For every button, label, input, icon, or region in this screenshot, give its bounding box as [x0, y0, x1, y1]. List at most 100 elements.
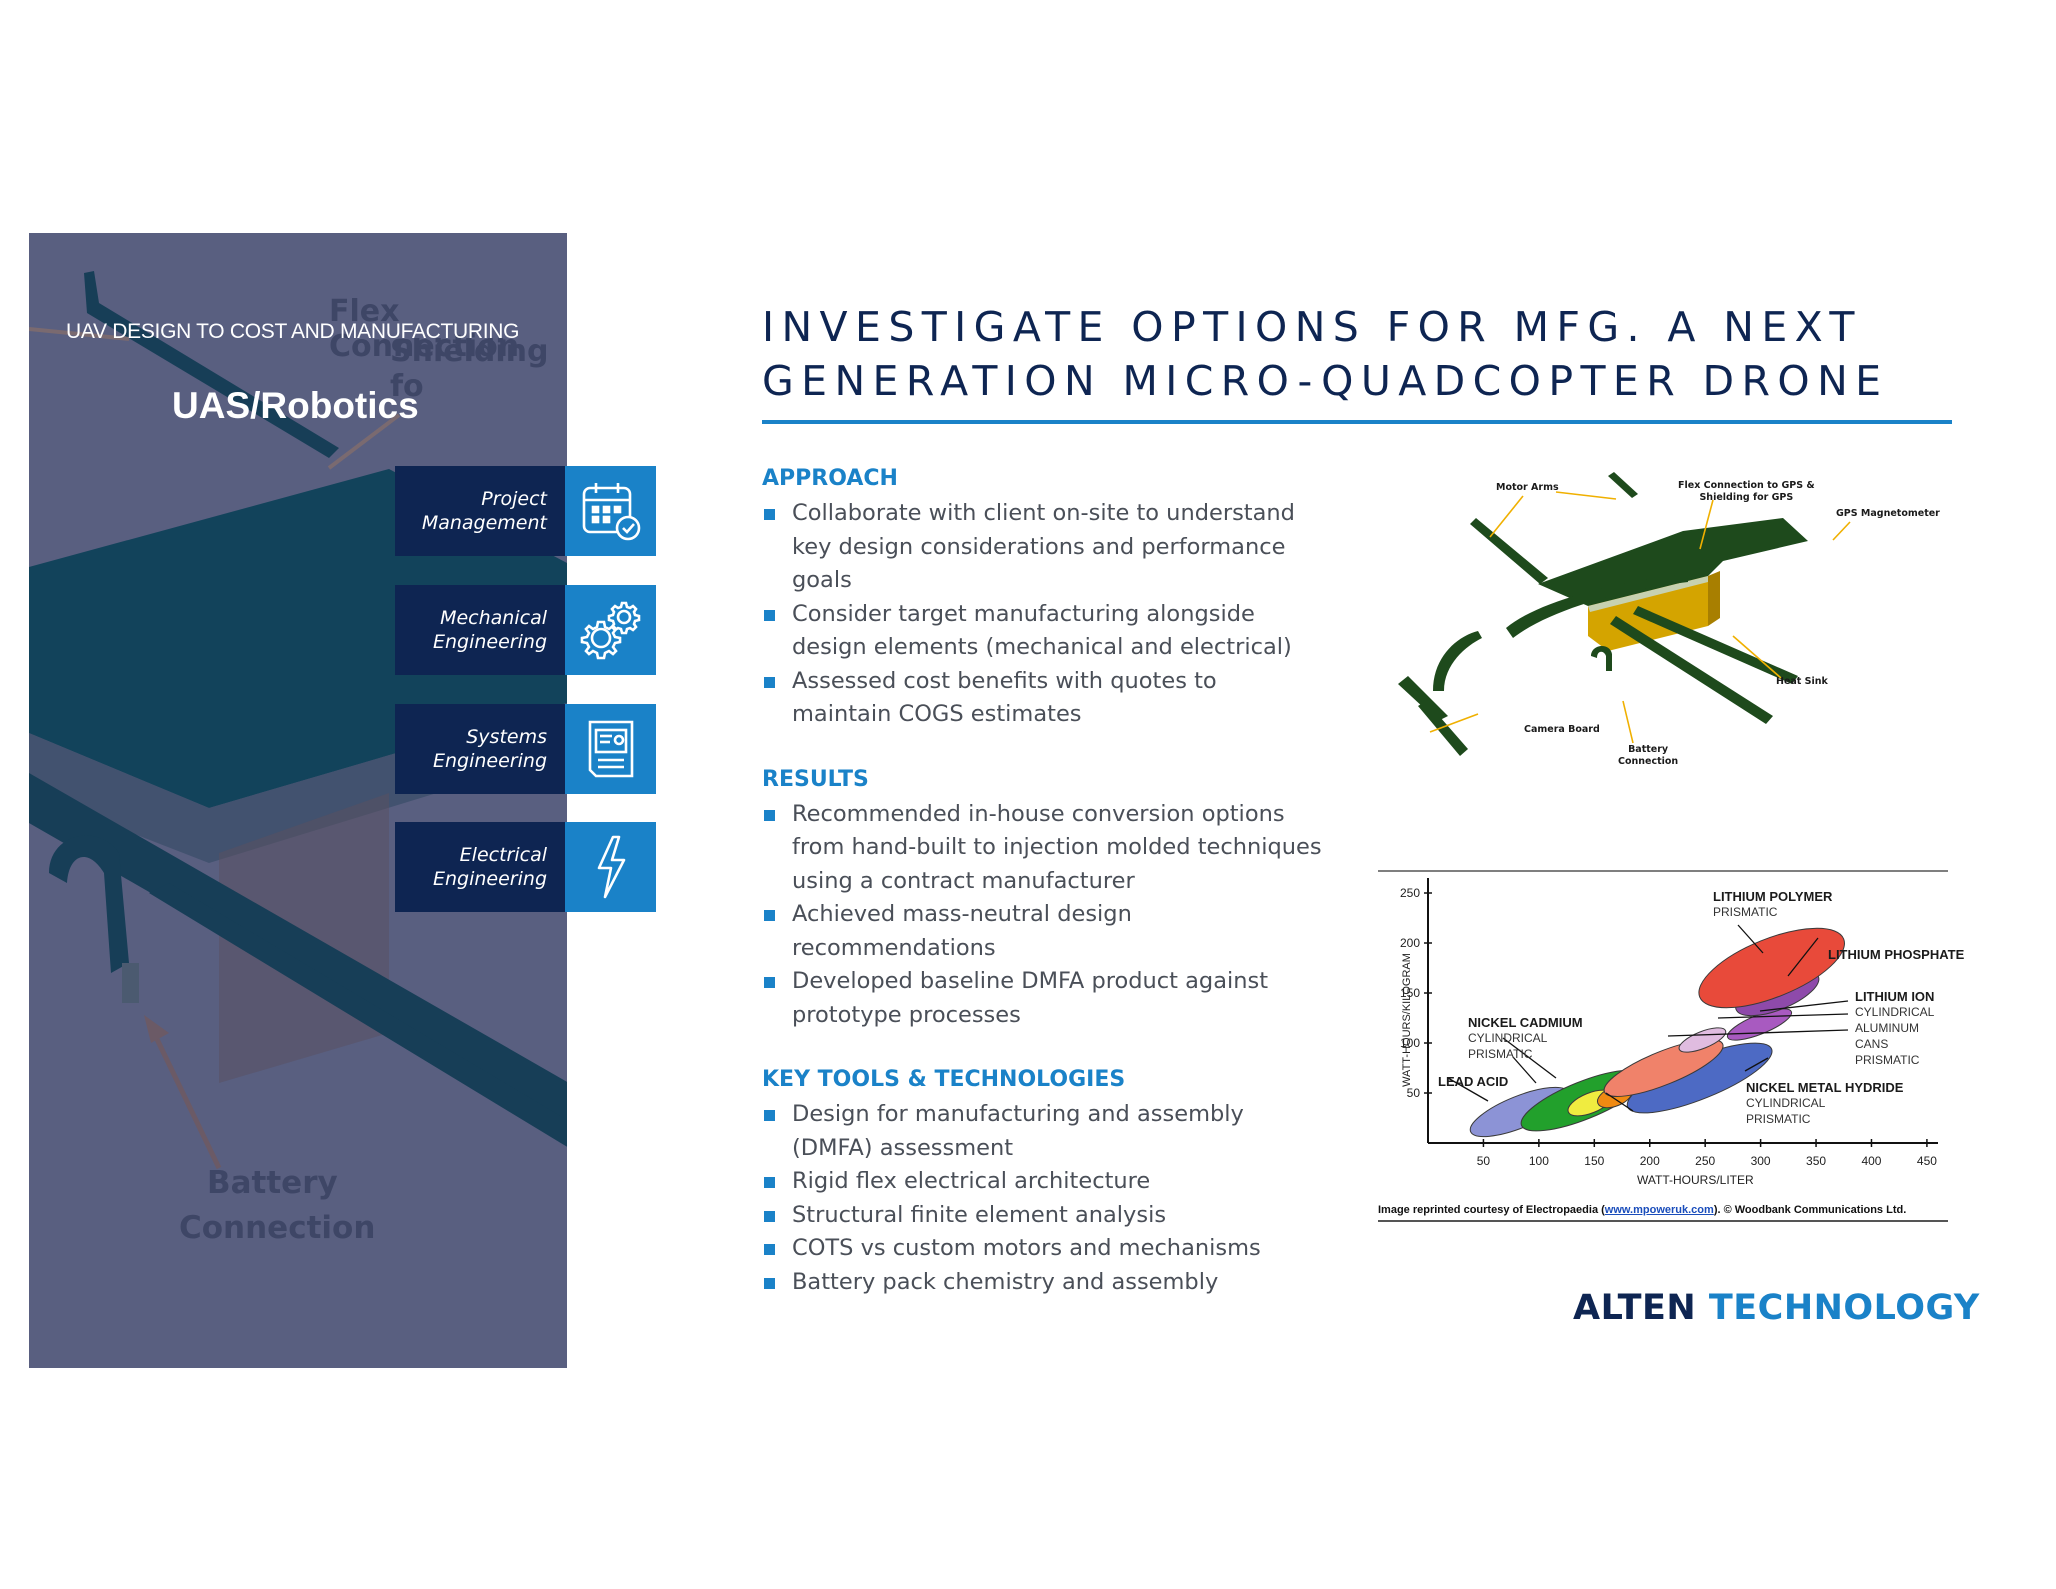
logo-word-technology: TECHNOLOGY: [1708, 1288, 1980, 1328]
credit-link[interactable]: www.mpoweruk.com: [1604, 1204, 1714, 1216]
nickel-cadmium-annotation: NICKEL CADMIUM CYLINDRICAL PRISMATIC: [1468, 1015, 1583, 1062]
annotation-sub: CYLINDRICAL PRISMATIC: [1468, 1031, 1548, 1061]
service-project-management: Project Management: [395, 466, 656, 556]
service-electrical-engineering: Electrical Engineering: [395, 822, 656, 912]
bullet-item: COTS vs custom motors and mechanisms: [762, 1232, 1322, 1266]
x-tick-label: 400: [1861, 1154, 1881, 1168]
service-systems-engineering: Systems Engineering: [395, 704, 656, 794]
x-tick-label: 50: [1477, 1154, 1491, 1168]
y-tick-label: 150: [1400, 986, 1420, 1000]
section-title: UAS/Robotics: [172, 385, 419, 426]
bullet-list: Collaborate with client on-site to under…: [762, 497, 1322, 732]
gps-magnetometer-label: GPS Magnetometer: [1836, 508, 1940, 519]
eyebrow-category: UAV DESIGN TO COST AND MANUFACTURING: [66, 320, 520, 343]
pointer-line: [1787, 937, 1819, 977]
credit-prefix: Image reprinted courtesy of Electropaedi…: [1378, 1204, 1605, 1216]
pointer-line: [1759, 1000, 1849, 1012]
section-heading: KEY TOOLS & TECHNOLOGIES: [762, 1067, 1126, 1092]
annotation-sub: CYLINDRICAL ALUMINUM CANS PRISMATIC: [1855, 1005, 1935, 1067]
section-heading: RESULTS: [762, 766, 869, 792]
bg-battery-label-2: Connection: [179, 1210, 376, 1246]
series-region-lithium-polymer-prismatic: [1698, 927, 1845, 1009]
lead-acid-annotation: LEAD ACID: [1438, 1074, 1508, 1089]
drone-diagram: Motor Arms Flex Connection to GPS & Shie…: [1378, 466, 1948, 786]
bg-flex-label-2: Shielding fo: [390, 334, 549, 404]
logo-word-alten: ALTEN: [1573, 1288, 1697, 1328]
bullet-item: Design for manufacturing and assembly (D…: [762, 1098, 1322, 1165]
headline-divider: [762, 420, 1952, 424]
approach-section: APPROACH Collaborate with client on-site…: [762, 465, 1322, 732]
image-credit: Image reprinted courtesy of Electropaedi…: [1378, 1204, 1906, 1216]
heat-sink-label: Heat Sink: [1776, 676, 1828, 687]
page-headline: INVESTIGATE OPTIONS FOR MFG. A NEXT GENE…: [762, 300, 1962, 408]
service-label: Systems Engineering: [395, 704, 565, 794]
y-axis-label: WATT-HOURS/KILOGRAM: [1400, 953, 1413, 1087]
service-mechanical-engineering: Mechanical Engineering: [395, 585, 656, 675]
y-tick-label: 250: [1400, 886, 1420, 900]
bullet-list: Recommended in-house conversion options …: [762, 798, 1322, 1033]
x-tick-label: 300: [1751, 1154, 1771, 1168]
pointer-line: [1512, 1056, 1537, 1084]
annotation-name: LITHIUM ION: [1855, 989, 1935, 1004]
flex-connection-label: Flex Connection to GPS & Shielding for G…: [1678, 480, 1815, 503]
bg-flex-label-1: Flex Connection: [329, 294, 520, 364]
pointer-line: [1447, 1077, 1489, 1102]
bullet-item: Recommended in-house conversion options …: [762, 798, 1322, 899]
motor-arms-label: Motor Arms: [1496, 482, 1559, 493]
content-column: APPROACH Collaborate with client on-site…: [762, 465, 1322, 1333]
x-tick-label: 150: [1584, 1154, 1604, 1168]
y-tick-label: 100: [1400, 1036, 1420, 1050]
x-axis-label: WATT-HOURS/LITER: [1637, 1173, 1754, 1187]
bullet-item: Developed baseline DMFA product against …: [762, 965, 1322, 1032]
lithium-ion-annotation: LITHIUM ION CYLINDRICAL ALUMINUM CANS PR…: [1855, 989, 1948, 1068]
energy-density-chart: 50 100 150 200 250 300 350 400 450 50 100 150 200 250…: [1378, 868, 1964, 1228]
lithium-polymer-annotation: LITHIUM POLYMER PRISMATIC: [1713, 889, 1832, 920]
x-tick-label: 350: [1806, 1154, 1826, 1168]
chart-plot: 50 100 150 200 250 300 350 400 450 50 100 150 200 250: [1378, 870, 1948, 1168]
pointer-line: [1667, 1029, 1849, 1037]
pointer-line: [1502, 1037, 1557, 1079]
bullet-list: Design for manufacturing and assembly (D…: [762, 1098, 1322, 1299]
annotation-name: LEAD ACID: [1438, 1074, 1509, 1089]
certificate-document-icon: [565, 704, 656, 794]
y-tick-label: 200: [1400, 936, 1420, 950]
pointer-line: [1737, 924, 1764, 954]
bullet-item: Consider target manufacturing alongside …: [762, 598, 1322, 665]
service-label: Electrical Engineering: [395, 822, 565, 912]
x-tick-label: 100: [1529, 1154, 1549, 1168]
annotation-name: NICKEL METAL HYDRIDE: [1746, 1080, 1904, 1095]
y-tick-label: 50: [1407, 1086, 1421, 1100]
chart-bottom-rule: [1378, 1220, 1948, 1222]
alten-technology-logo: ALTEN TECHNOLOGY: [1573, 1288, 1980, 1328]
lithium-phosphate-annotation: LITHIUM PHOSPHATE: [1828, 947, 1964, 962]
bullet-item: Assessed cost benefits with quotes to ma…: [762, 665, 1322, 732]
x-tick-label: 200: [1640, 1154, 1660, 1168]
battery-connection-label: Battery Connection: [1618, 744, 1679, 767]
bullet-item: Achieved mass-neutral design recommendat…: [762, 898, 1322, 965]
bullet-item: Rigid flex electrical architecture: [762, 1165, 1322, 1199]
service-label: Mechanical Engineering: [395, 585, 565, 675]
x-tick-label: 450: [1917, 1154, 1937, 1168]
pointer-line: [1744, 1057, 1769, 1072]
series-region-lithium-ion-prismatic: [1603, 1039, 1724, 1097]
annotation-name: LITHIUM POLYMER: [1713, 889, 1833, 904]
section-heading: APPROACH: [762, 466, 898, 491]
bullet-item: Collaborate with client on-site to under…: [762, 497, 1322, 598]
results-section: RESULTS Recommended in-house conversion …: [762, 766, 1322, 1033]
annotation-sub: PRISMATIC: [1713, 905, 1778, 919]
lightning-bolt-icon: [565, 822, 656, 912]
annotation-sub: CYLINDRICAL PRISMATIC: [1746, 1096, 1826, 1126]
bg-battery-label-1: Battery: [207, 1165, 338, 1201]
bullet-item: Battery pack chemistry and assembly: [762, 1266, 1322, 1300]
drone-drawing: [1378, 466, 1948, 786]
credit-suffix: ). © Woodbank Communications Ltd.: [1713, 1204, 1907, 1216]
pointer-line: [1717, 1013, 1849, 1019]
pointer-line: [1605, 1092, 1634, 1112]
service-label: Project Management: [395, 466, 565, 556]
annotation-name: LITHIUM PHOSPHATE: [1828, 947, 1965, 962]
annotation-name: NICKEL CADMIUM: [1468, 1015, 1583, 1030]
camera-board-label: Camera Board: [1524, 724, 1600, 735]
x-tick-label: 250: [1695, 1154, 1715, 1168]
gears-icon: [565, 585, 656, 675]
nickel-metal-hydride-annotation: NICKEL METAL HYDRIDE CYLINDRICAL PRISMAT…: [1746, 1080, 1903, 1127]
